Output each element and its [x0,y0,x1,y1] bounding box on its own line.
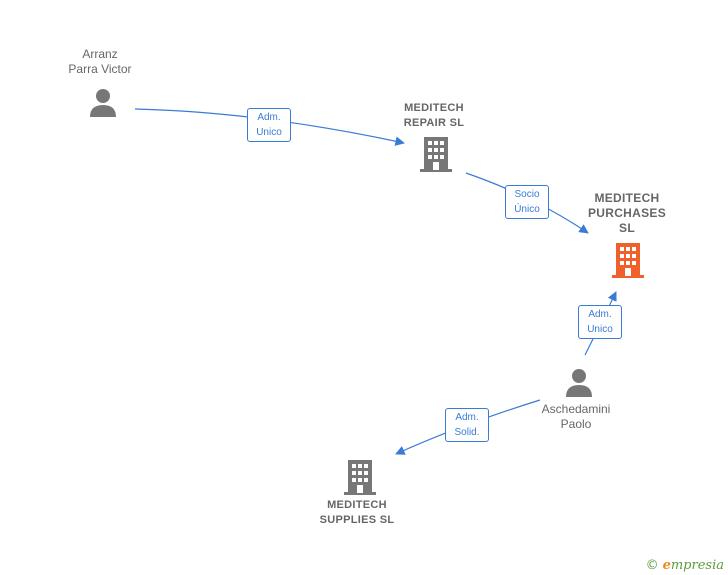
edge-label-adm-unico[interactable]: Adm. Unico [247,108,291,142]
node-label-aschedamini[interactable]: Aschedamini Paolo [541,402,611,431]
edge-label-adm-unico[interactable]: Adm. Unico [578,305,622,339]
node-label-repair[interactable]: MEDITECH REPAIR SL [403,102,465,129]
edge-label-adm-solid[interactable]: Adm. Solid. [445,408,489,442]
person-icon[interactable] [88,88,118,118]
edge-label-socio-unico[interactable]: Socio Único [505,185,549,219]
building-icon[interactable] [420,137,452,172]
building-icon[interactable] [344,460,376,495]
node-label-arranz[interactable]: Arranz Parra Victor [68,47,132,76]
node-label-supplies[interactable]: MEDITECH SUPPLIES SL [319,499,395,526]
node-label-purchases[interactable]: MEDITECH PURCHASES SL [587,191,667,235]
building-icon-focus[interactable] [612,243,644,278]
copyright-icon: © [645,558,659,573]
person-icon[interactable] [564,368,594,398]
empresia-logo[interactable]: ©empresia [645,558,724,573]
